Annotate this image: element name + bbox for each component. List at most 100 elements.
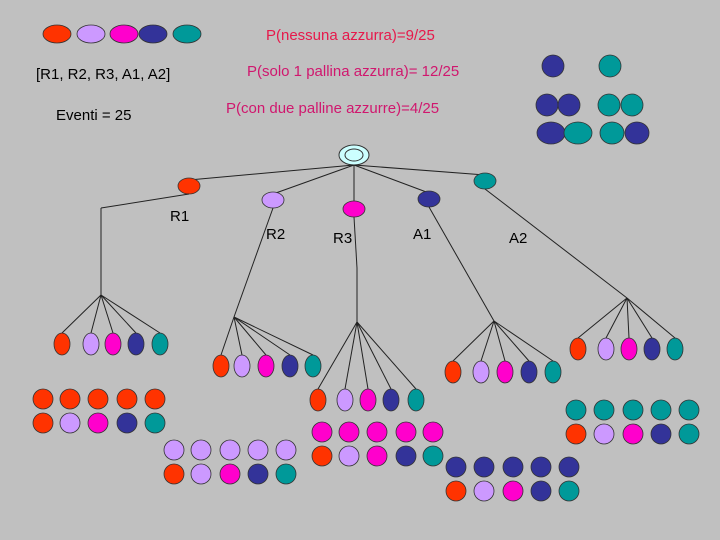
pair-a1-a2-icon bbox=[563, 121, 593, 145]
leaf-line-a2 bbox=[626, 297, 653, 339]
pair-r2-top-icon bbox=[163, 439, 185, 461]
pair-a1-top-icon bbox=[445, 456, 467, 478]
leaf-r2-a2-icon bbox=[304, 354, 322, 378]
pair-r1-top-icon bbox=[87, 388, 109, 410]
pair-a1-top-icon bbox=[558, 456, 580, 478]
pair-a2-bottom-icon bbox=[593, 423, 615, 445]
leaf-r3-r1-icon bbox=[309, 388, 327, 412]
pair-a2-top-icon bbox=[622, 399, 644, 421]
root-inner-icon bbox=[344, 148, 364, 162]
pair-a1-bottom-icon bbox=[445, 480, 467, 502]
leaf-r2-r2-icon bbox=[233, 354, 251, 378]
pair-r2-bottom-icon bbox=[163, 463, 185, 485]
leaf-line-r3 bbox=[356, 321, 369, 390]
leaf-a2-a2-icon bbox=[666, 337, 684, 361]
pair-a2-top-icon bbox=[565, 399, 587, 421]
branch-label-a1: A1 bbox=[413, 226, 432, 243]
pair-a1-a1-icon bbox=[557, 93, 581, 117]
leaf-line-a2 bbox=[626, 297, 676, 339]
p-one-label: P(solo 1 pallina azzurra)= 12/25 bbox=[247, 63, 460, 80]
leaf-line-r2 bbox=[233, 316, 267, 356]
node-r3-icon bbox=[342, 200, 366, 218]
pair-r3-top-icon bbox=[422, 421, 444, 443]
stem-a2 bbox=[484, 188, 628, 299]
pair-r3-bottom-icon bbox=[338, 445, 360, 467]
pair-a2-a1-icon bbox=[624, 121, 650, 145]
leaf-r3-a2-icon bbox=[407, 388, 425, 412]
leaf-r3-r2-icon bbox=[336, 388, 354, 412]
pair-a1-bottom-icon bbox=[473, 480, 495, 502]
pair-r3-top-icon bbox=[311, 421, 333, 443]
leaf-r2-a1-icon bbox=[281, 354, 299, 378]
pair-r1-bottom-icon bbox=[116, 412, 138, 434]
pair-a2-top-icon bbox=[650, 399, 672, 421]
leaf-line-r1 bbox=[100, 294, 161, 334]
pair-r2-bottom-icon bbox=[275, 463, 297, 485]
pair-r2-top-icon bbox=[275, 439, 297, 461]
pair-a1-top-icon bbox=[502, 456, 524, 478]
leaf-line-r2 bbox=[233, 316, 314, 356]
pair-a1-a2-icon bbox=[536, 121, 566, 145]
node-r1-icon bbox=[177, 177, 201, 195]
branch-label-r3: R3 bbox=[333, 230, 353, 247]
pair-r3-bottom-icon bbox=[395, 445, 417, 467]
branch-label-r2: R2 bbox=[266, 226, 286, 243]
pair-r2-bottom-icon bbox=[190, 463, 212, 485]
leaf-line-r2 bbox=[220, 316, 235, 356]
leaf-line-r2 bbox=[233, 316, 291, 356]
pair-r1-top-icon bbox=[59, 388, 81, 410]
pair-r3-top-icon bbox=[338, 421, 360, 443]
pair-r3-bottom-icon bbox=[422, 445, 444, 467]
branch-line-r2 bbox=[272, 164, 355, 195]
stem-a1 bbox=[428, 206, 495, 322]
pair-r2-bottom-icon bbox=[219, 463, 241, 485]
one-blue-a2-icon bbox=[598, 54, 622, 78]
leaf-line-r3 bbox=[344, 321, 358, 390]
pair-r3-top-icon bbox=[366, 421, 388, 443]
pair-a1-bottom-icon bbox=[558, 480, 580, 502]
pair-r1-bottom-icon bbox=[59, 412, 81, 434]
pair-a1-top-icon bbox=[473, 456, 495, 478]
leaf-line-a2 bbox=[626, 297, 630, 339]
node-a1-icon bbox=[417, 190, 441, 208]
pair-a2-a2-icon bbox=[597, 93, 621, 117]
pair-a1-bottom-icon bbox=[530, 480, 552, 502]
pair-r3-top-icon bbox=[395, 421, 417, 443]
branch-line-a2 bbox=[353, 164, 486, 176]
leaf-r3-a1-icon bbox=[382, 388, 400, 412]
pair-a2-top-icon bbox=[678, 399, 700, 421]
pair-r1-bottom-icon bbox=[144, 412, 166, 434]
p-none-label: P(nessuna azzurra)=9/25 bbox=[266, 27, 435, 44]
legend-ball-r2-icon bbox=[76, 24, 106, 44]
leaf-r1-r1-icon bbox=[53, 332, 71, 356]
leaf-r2-r1-icon bbox=[212, 354, 230, 378]
branch-label-a2: A2 bbox=[509, 230, 528, 247]
pair-a2-a1-icon bbox=[599, 121, 625, 145]
pair-r2-top-icon bbox=[190, 439, 212, 461]
leaf-r3-r3-icon bbox=[359, 388, 377, 412]
pair-r1-bottom-icon bbox=[32, 412, 54, 434]
leaf-a1-r3-icon bbox=[496, 360, 514, 384]
stem-r1-connector bbox=[100, 193, 190, 209]
leaf-line-a1 bbox=[493, 320, 506, 362]
leaf-a1-r1-icon bbox=[444, 360, 462, 384]
leaf-r1-a2-icon bbox=[151, 332, 169, 356]
leaf-line-r1 bbox=[100, 294, 114, 334]
leaf-r2-r3-icon bbox=[257, 354, 275, 378]
p-two-label: P(con due palline azzurre)=4/25 bbox=[226, 100, 440, 117]
pair-r1-top-icon bbox=[116, 388, 138, 410]
pair-r1-top-icon bbox=[144, 388, 166, 410]
leaf-line-r3 bbox=[317, 321, 358, 390]
branch-line-r1 bbox=[188, 164, 355, 181]
node-a2-icon bbox=[473, 172, 497, 190]
leaf-line-a2 bbox=[605, 297, 628, 339]
leaf-a2-r2-icon bbox=[597, 337, 615, 361]
pair-a1-a1-icon bbox=[535, 93, 559, 117]
leaf-line-r1 bbox=[100, 294, 137, 334]
pair-r2-top-icon bbox=[247, 439, 269, 461]
pair-r2-top-icon bbox=[219, 439, 241, 461]
pair-a1-top-icon bbox=[530, 456, 552, 478]
leaf-a1-r2-icon bbox=[472, 360, 490, 384]
leaf-line-r1 bbox=[90, 294, 102, 334]
